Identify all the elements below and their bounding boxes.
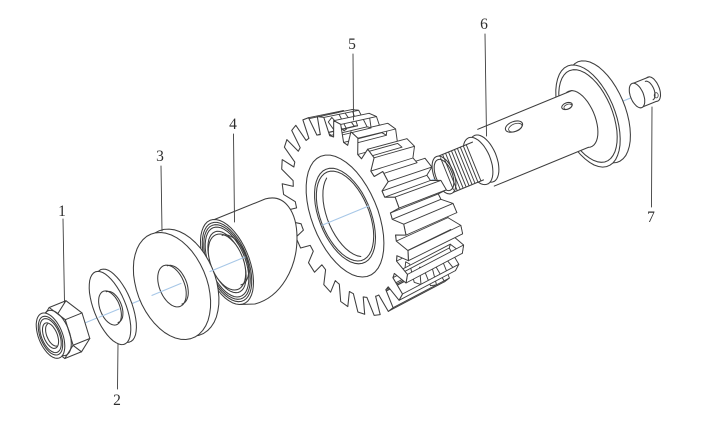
part-label-7: 7: [647, 209, 655, 226]
part-washer-large: [132, 228, 220, 341]
part-label-2: 2: [113, 392, 121, 409]
leader-line-1: [62, 218, 65, 304]
leader-line-3: [160, 165, 163, 232]
part-label-3: 3: [156, 148, 164, 165]
part-label-4: 4: [229, 116, 237, 133]
part-locknut: [35, 300, 91, 360]
part-label-6: 6: [480, 16, 488, 33]
leader-line-7: [651, 106, 653, 208]
leader-line-4: [233, 133, 235, 223]
parts-layer: [35, 60, 662, 360]
part-washer-small: [88, 268, 137, 346]
part-label-1: 1: [58, 203, 66, 220]
part-plug: [628, 76, 662, 109]
leader-line-2: [117, 343, 119, 390]
centerline-through-holes: [98, 205, 370, 318]
leader-line-5: [352, 53, 354, 121]
part-bearing: [199, 197, 298, 306]
leader-line-6: [484, 33, 487, 137]
part-shaft: [431, 60, 631, 195]
part-gear: [281, 109, 465, 316]
labels-layer: 1 2 3 4 5 6 7: [58, 16, 655, 409]
part-label-5: 5: [348, 36, 356, 53]
